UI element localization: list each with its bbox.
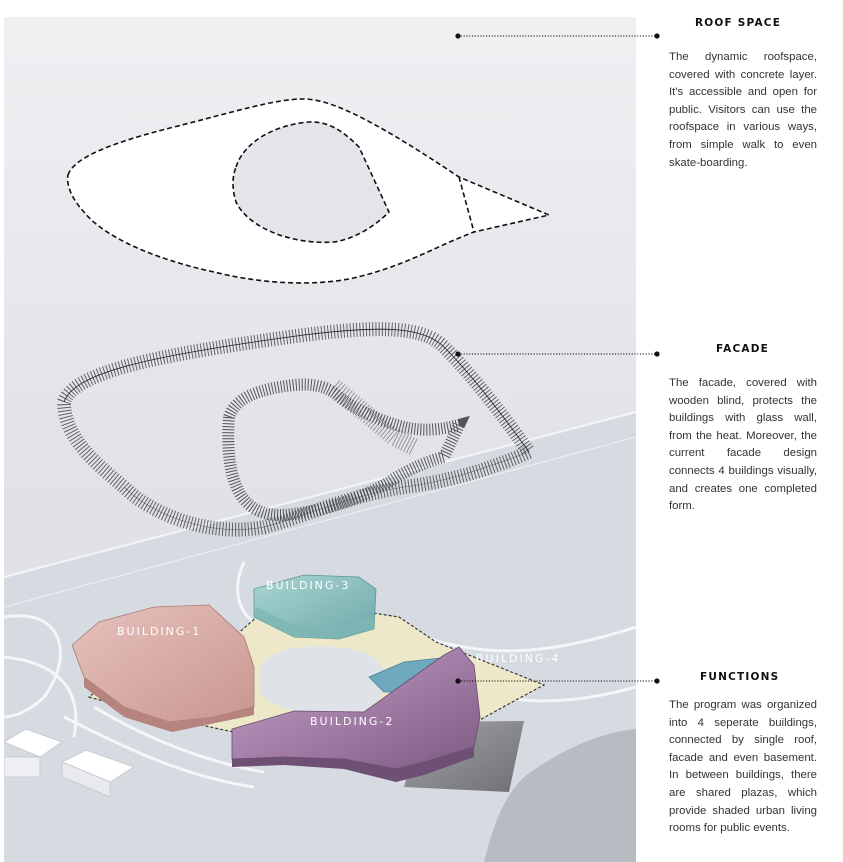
facade-heading: FACADE	[716, 343, 770, 355]
courtyard-void	[259, 646, 384, 717]
site-edge-line-2	[4, 436, 636, 608]
building-2-label: BUILDING-2	[310, 715, 394, 728]
roof-opening	[232, 121, 390, 244]
neighbouring-blocks	[4, 728, 136, 798]
facade-blinds	[56, 322, 540, 537]
exploded-axonometric-svg: BUILDING-1 BUILDING-2 BUILDING-3 BUILDIN…	[4, 17, 636, 862]
roof-fold-line	[458, 176, 475, 233]
roof-space-heading: ROOF SPACE	[695, 17, 782, 29]
functions-description: The program was organized into 4 seperat…	[669, 699, 817, 835]
roof-space	[66, 98, 552, 284]
functions-heading: FUNCTIONS	[700, 671, 780, 683]
facade-description: The facade, covered with wooden blind, p…	[669, 377, 817, 513]
site-edge-line	[4, 411, 636, 578]
building-2	[231, 646, 481, 782]
asphalt-area	[484, 729, 636, 862]
building-1-label: BUILDING-1	[117, 625, 201, 638]
building-1	[71, 604, 255, 732]
building-3	[253, 574, 377, 640]
exploded-axonometric-illustration: BUILDING-1 BUILDING-2 BUILDING-3 BUILDIN…	[4, 17, 636, 862]
building-4-label: BUILDING-4	[476, 652, 560, 665]
building-3-label: BUILDING-3	[266, 579, 350, 592]
roof-space-description: The dynamic roofspace, covered with conc…	[669, 51, 817, 169]
